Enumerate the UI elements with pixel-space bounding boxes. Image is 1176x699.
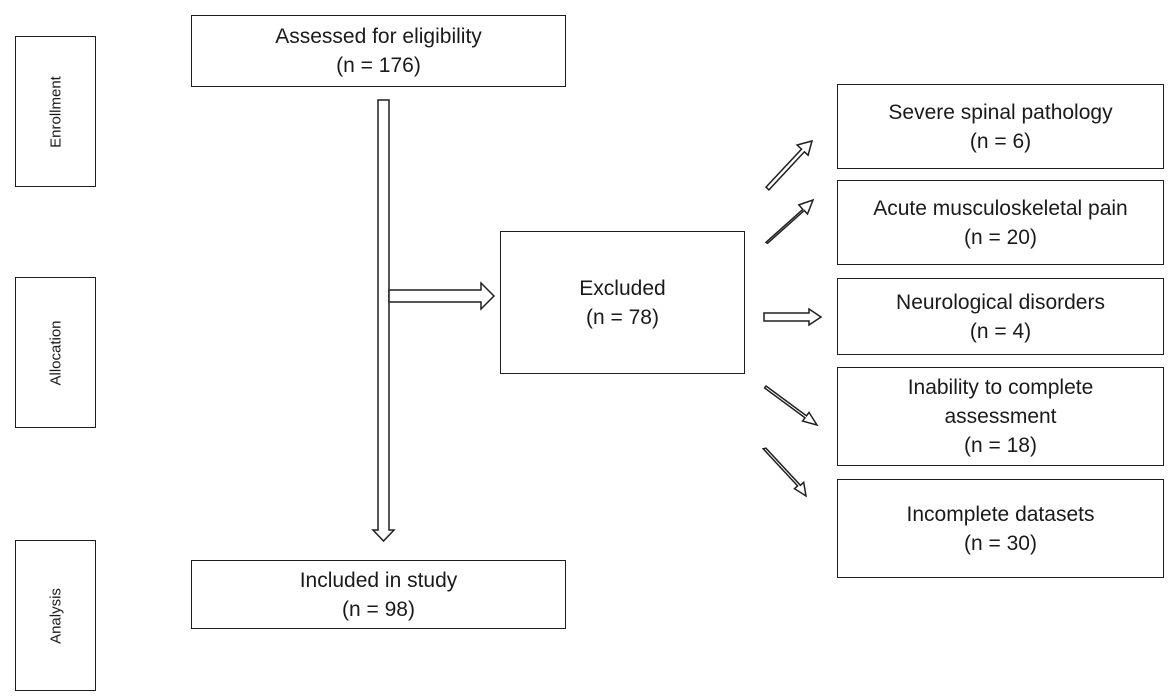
reason-count: (n = 4) [969, 319, 1032, 343]
reason-inability-to-complete-assessment: Inability to complete assessment (n = 18… [837, 367, 1164, 466]
reason-label-line-2: assessment [944, 405, 1057, 428]
reason-count: (n = 30) [964, 531, 1037, 555]
assessed-count: (n = 176) [336, 54, 421, 77]
stage-enrollment: Enrollment [15, 36, 96, 187]
arrow-to-incomplete [761, 447, 808, 498]
reason-label-line-1: Inability to complete [907, 376, 1094, 399]
included-box: Included in study (n = 98) [191, 560, 566, 629]
reason-label: Neurological disorders [896, 290, 1105, 314]
included-label: Included in study [299, 568, 458, 592]
reason-acute-musculoskeletal-pain: Acute musculoskeletal pain (n = 20) [837, 180, 1164, 265]
arrow-to-neurological [763, 307, 823, 327]
excluded-label: Excluded [579, 276, 666, 300]
reason-count: (n = 6) [969, 129, 1032, 153]
assessed-box: Assessed for eligibility (n = 176) [191, 15, 566, 87]
stage-analysis: Analysis [15, 540, 96, 691]
excluded-box: Excluded (n = 78) [500, 231, 745, 374]
reason-label: Acute musculoskeletal pain [873, 196, 1128, 220]
reason-severe-spinal-pathology: Severe spinal pathology (n = 6) [837, 84, 1164, 169]
included-count: (n = 98) [342, 597, 415, 621]
reason-label: Incomplete datasets [906, 502, 1095, 526]
arrow-to-inability [763, 384, 819, 427]
assessed-label: Assessed for eligibility [275, 25, 482, 48]
arrow-to-acute-pain [764, 198, 815, 245]
arrow-to-severe-spinal [764, 139, 814, 191]
reason-label: Severe spinal pathology [888, 100, 1113, 124]
reason-count: (n = 20) [964, 225, 1037, 249]
down-arrow [371, 99, 396, 543]
right-arrow-excluded [388, 281, 496, 311]
excluded-count: (n = 78) [586, 305, 659, 329]
reason-incomplete-datasets: Incomplete datasets (n = 30) [837, 479, 1164, 578]
stage-allocation: Allocation [15, 277, 96, 428]
reason-neurological-disorders: Neurological disorders (n = 4) [837, 278, 1164, 355]
reason-count: (n = 18) [964, 434, 1037, 457]
